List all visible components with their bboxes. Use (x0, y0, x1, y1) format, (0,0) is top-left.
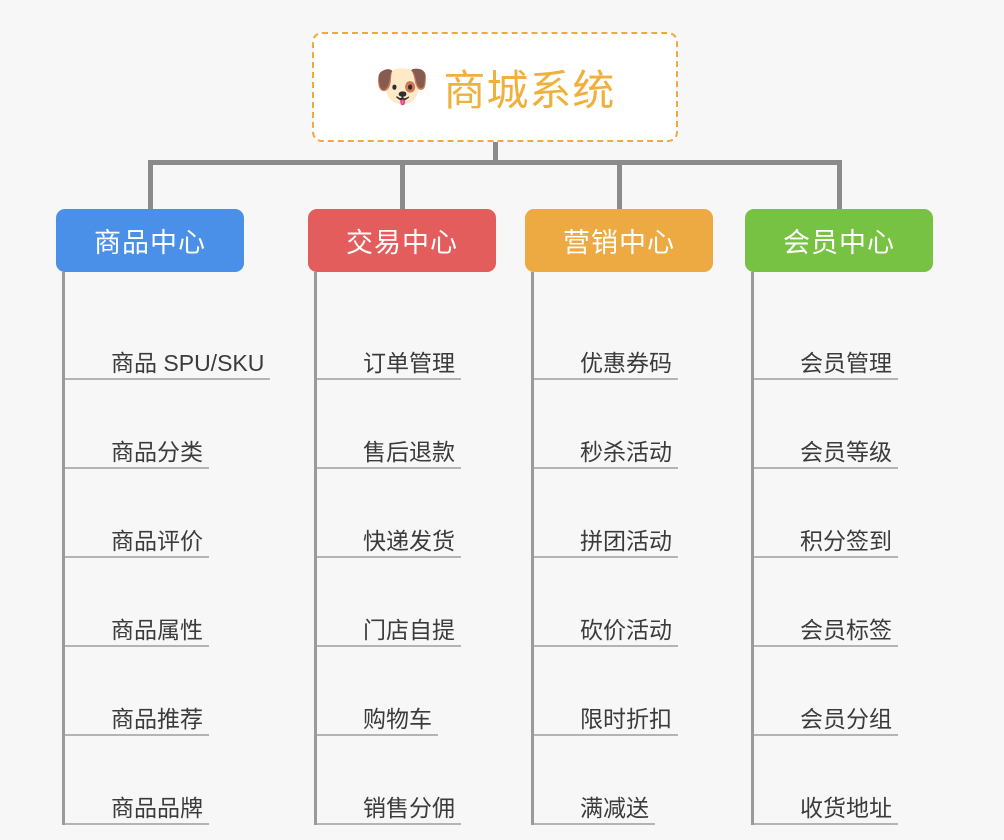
leaf-underline (317, 378, 461, 380)
leaf-underline (317, 467, 461, 469)
leaf-underline (317, 556, 461, 558)
leaf-underline (754, 378, 898, 380)
leaf-underline (534, 378, 678, 380)
leaf-underline (754, 823, 898, 825)
list-item[interactable]: 拼团活动 (534, 469, 715, 558)
leaf-label: 收货地址 (800, 794, 892, 821)
list-item[interactable]: 满减送 (534, 736, 715, 825)
category-header-trade-center[interactable]: 交易中心 (308, 209, 496, 272)
leaf-label: 购物车 (363, 705, 432, 732)
leaf-underline (65, 378, 271, 380)
shiba-dog-face-icon: 🐶 (374, 62, 430, 111)
connector-drop-column-2 (400, 160, 405, 210)
category-header-label: 交易中心 (346, 228, 458, 258)
leaf-label: 积分签到 (800, 527, 892, 554)
leaf-underline (754, 645, 898, 647)
list-item[interactable]: 收货地址 (754, 736, 935, 825)
leaf-list-product-center: 商品 SPU/SKU 商品分类 商品评价 商品属性 商品推荐 商品品牌 (62, 272, 271, 825)
connector-drop-column-1 (148, 160, 153, 210)
leaf-label: 会员管理 (800, 349, 892, 376)
category-header-product-center[interactable]: 商品中心 (56, 209, 244, 272)
leaf-label: 会员标签 (800, 616, 892, 643)
root-node-title: 商城系统 (443, 66, 616, 114)
leaf-underline (754, 556, 898, 558)
list-item[interactable]: 限时折扣 (534, 647, 715, 736)
list-item[interactable]: 会员管理 (754, 291, 935, 380)
list-item[interactable]: 砍价活动 (534, 558, 715, 647)
branch-column-member-center: 会员中心 会员管理 会员等级 积分签到 会员标签 会员分组 收货地址 (745, 209, 935, 825)
list-item[interactable]: 售后退款 (317, 380, 498, 469)
connector-horizontal-bus (148, 160, 842, 165)
category-header-member-center[interactable]: 会员中心 (745, 209, 933, 272)
category-header-marketing-center[interactable]: 营销中心 (525, 209, 713, 272)
leaf-underline (534, 467, 678, 469)
list-item[interactable]: 快递发货 (317, 469, 498, 558)
leaf-underline (317, 645, 461, 647)
leaf-label: 门店自提 (363, 616, 455, 643)
list-item[interactable]: 门店自提 (317, 558, 498, 647)
list-item[interactable]: 优惠券码 (534, 291, 715, 380)
list-item[interactable]: 销售分佣 (317, 736, 498, 825)
root-node-shop-system[interactable]: 🐶 商城系统 (312, 32, 678, 142)
list-item[interactable]: 秒杀活动 (534, 380, 715, 469)
leaf-list-member-center: 会员管理 会员等级 积分签到 会员标签 会员分组 收货地址 (751, 272, 935, 825)
branch-column-product-center: 商品中心 商品 SPU/SKU 商品分类 商品评价 商品属性 商品推荐 商品品牌 (56, 209, 271, 825)
leaf-label: 售后退款 (363, 438, 455, 465)
leaf-underline (754, 467, 898, 469)
list-item[interactable]: 会员标签 (754, 558, 935, 647)
leaf-underline (65, 645, 209, 647)
connector-root-stem (493, 142, 498, 164)
leaf-label: 商品分类 (111, 438, 203, 465)
list-item[interactable]: 会员等级 (754, 380, 935, 469)
leaf-label: 快递发货 (363, 527, 455, 554)
leaf-label: 商品评价 (111, 527, 203, 554)
connector-drop-column-3 (617, 160, 622, 210)
category-header-label: 会员中心 (783, 228, 895, 258)
category-header-label: 商品中心 (94, 228, 206, 258)
list-item[interactable]: 会员分组 (754, 647, 935, 736)
leaf-list-trade-center: 订单管理 售后退款 快递发货 门店自提 购物车 销售分佣 (314, 272, 498, 825)
leaf-label: 商品 SPU/SKU (111, 349, 265, 376)
leaf-label: 商品推荐 (111, 705, 203, 732)
list-item[interactable]: 商品分类 (65, 380, 246, 469)
leaf-underline (534, 645, 678, 647)
leaf-label: 订单管理 (363, 349, 455, 376)
leaf-underline (754, 734, 898, 736)
list-item[interactable]: 商品推荐 (65, 647, 246, 736)
leaf-label: 拼团活动 (580, 527, 672, 554)
leaf-underline (65, 467, 209, 469)
leaf-list-marketing-center: 优惠券码 秒杀活动 拼团活动 砍价活动 限时折扣 满减送 (531, 272, 715, 825)
leaf-underline (534, 556, 678, 558)
leaf-label: 优惠券码 (580, 349, 672, 376)
branch-column-trade-center: 交易中心 订单管理 售后退款 快递发货 门店自提 购物车 销售分佣 (308, 209, 498, 825)
leaf-underline (65, 556, 209, 558)
list-item[interactable]: 商品 SPU/SKU (65, 291, 271, 380)
leaf-label: 商品属性 (111, 616, 203, 643)
list-item[interactable]: 商品评价 (65, 469, 246, 558)
leaf-label: 限时折扣 (580, 705, 672, 732)
list-item[interactable]: 商品品牌 (65, 736, 246, 825)
leaf-label: 会员分组 (800, 705, 892, 732)
leaf-underline (317, 734, 438, 736)
leaf-label: 会员等级 (800, 438, 892, 465)
leaf-underline (534, 734, 678, 736)
leaf-label: 砍价活动 (580, 616, 672, 643)
leaf-underline (65, 734, 209, 736)
list-item[interactable]: 订单管理 (317, 291, 498, 380)
leaf-label: 销售分佣 (363, 794, 455, 821)
leaf-label: 商品品牌 (111, 794, 203, 821)
leaf-underline (65, 823, 209, 825)
leaf-label: 满减送 (580, 794, 649, 821)
leaf-underline (534, 823, 655, 825)
category-header-label: 营销中心 (563, 228, 675, 258)
list-item[interactable]: 购物车 (317, 647, 498, 736)
leaf-label: 秒杀活动 (580, 438, 672, 465)
leaf-underline (317, 823, 461, 825)
list-item[interactable]: 商品属性 (65, 558, 246, 647)
list-item[interactable]: 积分签到 (754, 469, 935, 558)
branch-column-marketing-center: 营销中心 优惠券码 秒杀活动 拼团活动 砍价活动 限时折扣 满减送 (525, 209, 715, 825)
connector-drop-column-4 (837, 160, 842, 210)
